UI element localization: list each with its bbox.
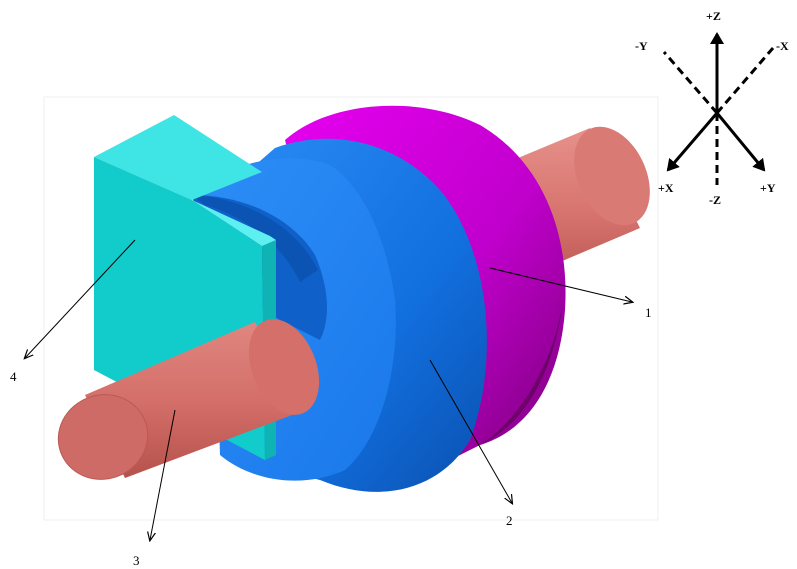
- axis-triad: [662, 32, 775, 185]
- label-part-4: 4: [10, 369, 17, 384]
- shaft-front: [57, 319, 320, 480]
- axis-label-nz: -Z: [709, 193, 721, 207]
- axis-label-px: +X: [658, 181, 674, 195]
- label-part-3: 3: [133, 553, 140, 568]
- label-part-1: 1: [645, 305, 652, 320]
- axis-label-ny: -Y: [635, 39, 648, 53]
- axis-label-py: +Y: [760, 181, 776, 195]
- leader-lines: [25, 239, 632, 540]
- axis-label-nx: -X: [776, 39, 789, 53]
- axis-x-arrow: [666, 112, 719, 172]
- render-frame: [43, 96, 659, 521]
- label-part-2: 2: [506, 513, 513, 528]
- axis-y-arrow: [715, 112, 766, 172]
- axis-label-pz: +Z: [706, 9, 721, 23]
